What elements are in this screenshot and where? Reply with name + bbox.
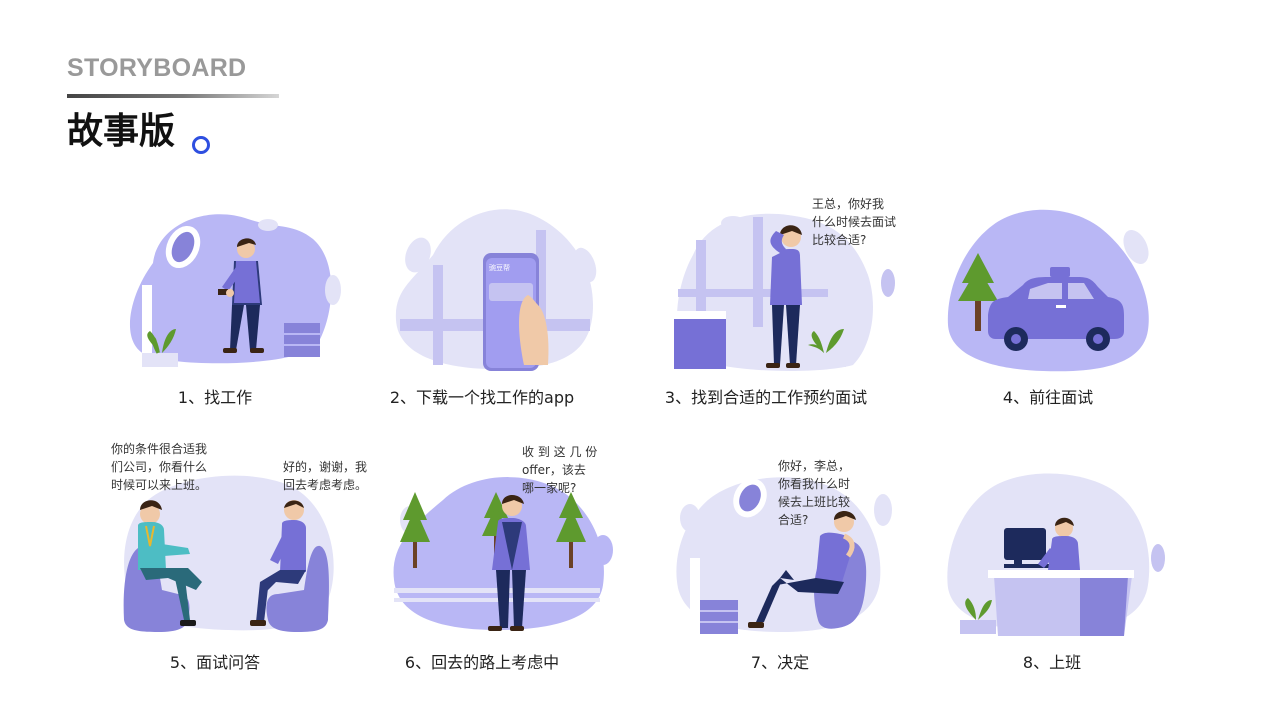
scene-4-illustration (947, 209, 1149, 372)
title-chinese: 故事版 (67, 111, 176, 152)
title-underline (67, 94, 279, 98)
speech-bubble-6: 收 到 这 几 份 offer，该去 哪一家呢? (522, 445, 598, 495)
caption-3: 3、找到合适的工作预约面试 (664, 388, 868, 407)
scene-6-illustration (393, 477, 613, 631)
scene-5-illustration (123, 475, 334, 632)
scene-3-illustration (674, 213, 895, 371)
speech-bubble-5-interviewer: 你的条件很合适我 们公司，你看什么 时候可以来上班。 (111, 442, 208, 492)
caption-8: 8、上班 (1022, 653, 1082, 672)
title-english: STORYBOARD (67, 54, 247, 82)
title-dot-icon (192, 136, 210, 154)
scene-1-illustration (129, 214, 341, 367)
caption-7: 7、决定 (750, 653, 810, 672)
caption-2: 2、下载一个找工作的app (389, 388, 575, 407)
speech-bubble-7: 你好，李总， 你看我什么时 候去上班比较 合适? (778, 459, 851, 527)
caption-4: 4、前往面试 (1002, 388, 1094, 407)
speech-bubble-5-candidate: 好的，谢谢，我 回去考虑考虑。 (283, 460, 368, 492)
caption-1: 1、找工作 (177, 388, 253, 407)
caption-5: 5、面试问答 (169, 653, 261, 672)
scene-7-illustration (676, 477, 892, 634)
scene-2-illustration: 豌豆帮 (395, 209, 597, 371)
caption-6: 6、回去的路上考虑中 (404, 653, 560, 672)
phone-app-label: 豌豆帮 (489, 263, 510, 272)
scene-8-illustration (947, 473, 1165, 636)
speech-bubble-3: 王总，你好我 什么时候去面试 比较合适? (812, 197, 897, 247)
